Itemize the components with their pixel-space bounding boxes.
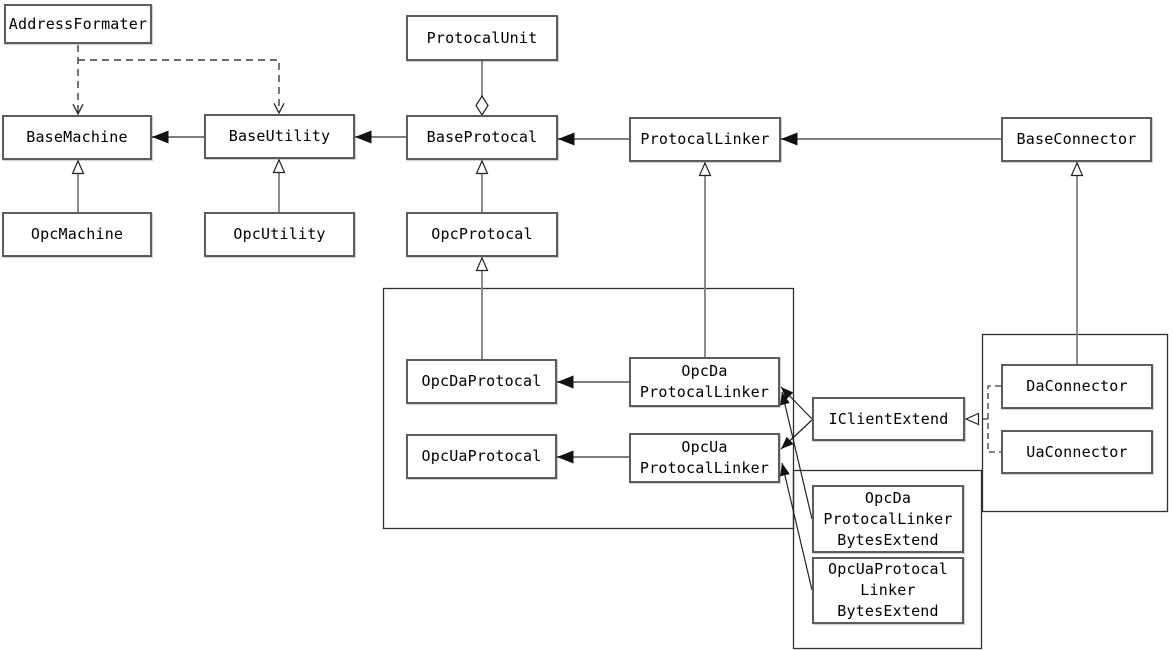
class-opcmachine: OpcMachine — [2, 212, 152, 257]
edge-connectors-iclientextend-realization — [964, 385, 1001, 453]
container-opc-protocal-module — [382, 287, 795, 530]
class-protocalunit: ProtocalUnit — [406, 15, 558, 61]
class-iclientextend: IClientExtend — [812, 397, 965, 441]
class-basemachine: BaseMachine — [2, 115, 152, 160]
container-bytes-extend-module — [792, 469, 983, 650]
class-opcuaprotocallinker: OpcUa ProtocalLinker — [629, 433, 780, 483]
class-uaconnector: UaConnector — [1001, 430, 1153, 474]
class-opcuaprotocal: OpcUaProtocal — [406, 434, 557, 479]
edge-iclientextend-opcuaprotocallinker-association — [780, 419, 813, 450]
class-opcuaprotocallinkerbytesextend: OpcUaProtocal Linker BytesExtend — [812, 557, 964, 624]
class-daconnector: DaConnector — [1001, 364, 1153, 409]
class-opcdaprotocallinker: OpcDa ProtocalLinker — [629, 357, 780, 407]
class-protocallinker: ProtocalLinker — [629, 117, 781, 162]
edge-opcdabytesextend-opcdaprotocallinker-association — [780, 391, 813, 520]
container-connector-module — [981, 333, 1169, 513]
class-baseutility: BaseUtility — [204, 114, 355, 159]
edge-iclientextend-opcdaprotocallinker-association — [780, 386, 813, 420]
class-opcprotocal: OpcProtocal — [406, 212, 558, 257]
class-baseprotocal: BaseProtocal — [406, 115, 558, 160]
class-baseconnector: BaseConnector — [1001, 117, 1152, 162]
class-opcutility: OpcUtility — [204, 212, 355, 257]
edge-addressformater-baseutility-dependency — [78, 59, 285, 115]
class-opcdaprotocallinkerbytesextend: OpcDa ProtocalLinker BytesExtend — [812, 485, 964, 553]
class-opcdaprotocal: OpcDaProtocal — [406, 359, 557, 404]
edge-opcuabytesextend-opcuaprotocallinker-association — [780, 462, 813, 591]
class-addressformater: AddressFormater — [4, 4, 152, 44]
